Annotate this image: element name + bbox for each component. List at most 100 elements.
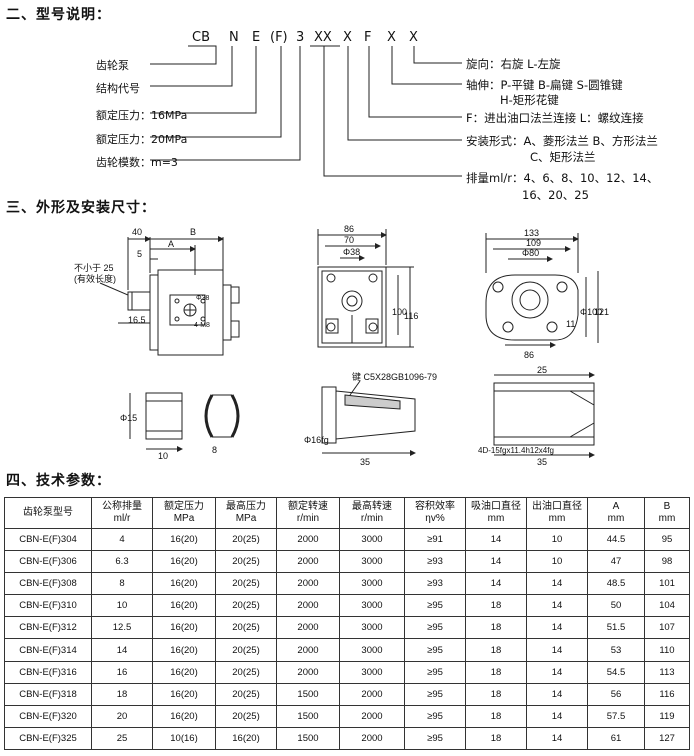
flat-key-section-drawing — [204, 394, 240, 438]
label-mount-c: C、矩形法兰 — [530, 150, 596, 164]
table-cell: CBN-E(F)310 — [4, 594, 92, 618]
col-model: 齿轮泵型号 — [4, 497, 92, 529]
dim-8: 8 — [212, 445, 217, 455]
table-cell: 47 — [587, 550, 645, 574]
label-pressure-20: 额定压力：20MPa — [96, 133, 188, 146]
table-cell: 101 — [644, 572, 690, 596]
table-cell: 113 — [644, 660, 690, 684]
table-cell: 127 — [644, 726, 690, 750]
table-cell: 18 — [465, 704, 527, 728]
table-cell: 56 — [587, 682, 645, 706]
table-cell: 14 — [526, 726, 588, 750]
table-cell: 3000 — [339, 638, 405, 662]
table-cell: CBN-E(F)304 — [4, 527, 92, 552]
table-cell: 4 — [91, 527, 153, 552]
spline-spec: 4D-15fgx11.4h12x4fg — [478, 446, 554, 455]
table-cell: 20(25) — [215, 616, 277, 640]
code-cb: CB — [192, 30, 210, 45]
dim-a: A — [168, 239, 174, 249]
table-cell: 14 — [526, 616, 588, 640]
dim-35-spline: 35 — [537, 457, 547, 465]
side-view-drawing — [99, 236, 240, 356]
label-structure-code: 结构代号 — [96, 82, 140, 95]
table-cell: 20(25) — [215, 704, 277, 728]
dim-min25-note: (有效长度) — [74, 273, 116, 284]
label-rotation: 旋向：右旋 L-左旋 — [466, 57, 561, 71]
table-cell: CBN-E(F)312 — [4, 616, 92, 640]
label-port: F：进出油口法兰连接 L：螺纹连接 — [466, 111, 644, 125]
table-cell: CBN-E(F)308 — [4, 572, 92, 596]
table-cell: 2000 — [276, 550, 340, 574]
table-cell: 16(20) — [215, 726, 277, 750]
table-cell: 104 — [644, 594, 690, 618]
table-cell: 18 — [465, 682, 527, 706]
table-cell: 18 — [465, 660, 527, 684]
dim-25: 25 — [537, 365, 547, 375]
code-f2: F — [364, 30, 372, 45]
table-cell: 53 — [587, 638, 645, 662]
table-cell: 10(16) — [152, 726, 216, 750]
code-3: 3 — [296, 30, 305, 45]
table-cell: 20(25) — [215, 550, 277, 574]
table-cell: 1500 — [276, 682, 340, 706]
dim-40: 40 — [132, 227, 142, 237]
code-n: N — [229, 30, 239, 45]
table-cell: 3000 — [339, 660, 405, 684]
dim-121: 121 — [594, 307, 609, 317]
dim-phi80: Φ80 — [522, 248, 539, 258]
dim-86: 86 — [344, 224, 354, 234]
dim-11: 11 — [566, 319, 575, 329]
code-f: (F) — [270, 30, 288, 45]
dim-m8: 4-M8 — [194, 322, 210, 329]
table-cell: 50 — [587, 594, 645, 618]
table-cell: 14 — [526, 572, 588, 596]
table-cell: 10 — [91, 594, 153, 618]
table-cell: 20 — [91, 704, 153, 728]
table-cell: ≥95 — [404, 704, 466, 728]
label-mount: 安装形式：A、菱形法兰 B、方形法兰 — [466, 134, 658, 148]
table-cell: 25 — [91, 726, 153, 750]
label-shaft-h: H-矩形花键 — [500, 93, 559, 107]
table-cell: 16(20) — [152, 682, 216, 706]
front-view-drawing — [317, 229, 414, 348]
table-cell: 16(20) — [152, 638, 216, 662]
label-displacement: 排量ml/r：4、6、8、10、12、14、 — [466, 171, 659, 185]
table-cell: 14 — [526, 682, 588, 706]
table-cell: ≥93 — [404, 550, 466, 574]
table-cell: 20(25) — [215, 594, 277, 618]
table-cell: 2000 — [339, 704, 405, 728]
label-gear-pump: 齿轮泵 — [96, 59, 129, 72]
table-cell: 16(20) — [152, 660, 216, 684]
table-cell: 16(20) — [152, 527, 216, 552]
table-cell: 14 — [465, 527, 527, 552]
table-cell: 54.5 — [587, 660, 645, 684]
table-cell: 14 — [526, 638, 588, 662]
table-cell: 16(20) — [152, 572, 216, 596]
dim-5: 5 — [137, 249, 142, 259]
section-dims-title: 三、外形及安装尺寸： — [6, 200, 156, 216]
code-x3: X — [409, 30, 418, 45]
section-params-title: 四、技术参数： — [6, 473, 111, 489]
table-cell: ≥91 — [404, 527, 466, 552]
table-cell: 3000 — [339, 616, 405, 640]
label-pressure-16: 额定压力：16MPa — [96, 109, 188, 122]
dim-70: 70 — [344, 235, 354, 245]
table-cell: CBN-E(F)318 — [4, 682, 92, 706]
dim-phi16fg: Φ16fg — [304, 435, 329, 445]
table-cell: CBN-E(F)316 — [4, 660, 92, 684]
table-cell: ≥95 — [404, 616, 466, 640]
table-cell: 14 — [526, 660, 588, 684]
table-cell: 20(25) — [215, 682, 277, 706]
